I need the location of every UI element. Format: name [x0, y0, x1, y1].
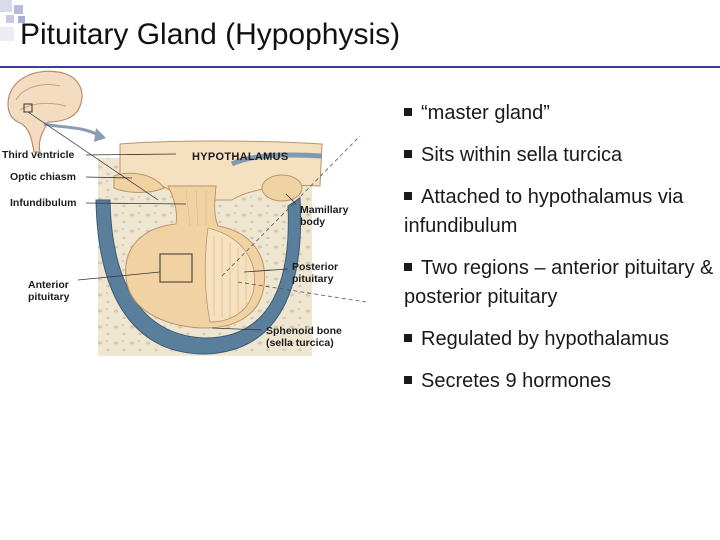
label-mamillary-body: body [300, 216, 325, 228]
label-anterior-pituitary: pituitary [28, 291, 70, 303]
bullet-item: Two regions – anterior pituitary & poste… [404, 254, 714, 312]
title-divider [0, 66, 720, 68]
label-posterior-pituitary: Posterior [292, 261, 338, 273]
square-bullet-icon [404, 263, 412, 272]
bullet-item: Regulated by hypothalamus [404, 325, 714, 354]
square-bullet-icon [404, 192, 412, 201]
corner-decoration [6, 15, 14, 23]
bullet-text: “master gland” [421, 102, 550, 124]
label-mamillary-body: Mamillary [300, 204, 349, 216]
corner-decoration [0, 0, 12, 12]
label-sphenoid-bone: Sphenoid bone [266, 325, 342, 337]
zoom-region-box [159, 253, 193, 283]
label-hypothalamus: HYPOTHALAMUS [192, 151, 289, 163]
bullet-text: Regulated by hypothalamus [421, 328, 669, 350]
sella-membrane [95, 197, 302, 355]
bullet-text: Secretes 9 hormones [421, 370, 612, 392]
bullet-item: “master gland” [404, 99, 714, 128]
bullet-text: Two regions – anterior pituitary & poste… [404, 257, 714, 308]
square-bullet-icon [404, 108, 412, 117]
label-third-ventricle: Third ventricle [2, 149, 75, 161]
bullet-item: Sits within sella turcica [404, 141, 714, 170]
label-optic-chiasm: Optic chiasm [10, 171, 76, 183]
square-bullet-icon [404, 150, 412, 159]
pituitary-diagram: Third ventricle Optic chiasm Infundibulu… [0, 66, 392, 366]
bullet-text: Attached to hypothalamus via infundibulu… [404, 186, 684, 237]
square-bullet-icon [404, 334, 412, 343]
label-infundibulum: Infundibulum [10, 197, 76, 209]
bullet-item: Attached to hypothalamus via infundibulu… [404, 183, 714, 241]
square-bullet-icon [404, 376, 412, 385]
label-posterior-pituitary: pituitary [292, 273, 334, 285]
brain-inset-icon [7, 70, 106, 153]
corner-decoration [18, 16, 25, 23]
bullet-text: Sits within sella turcica [421, 144, 623, 166]
slide-title: Pituitary Gland (Hypophysis) [20, 18, 401, 51]
bullet-list: “master gland” Sits within sella turcica… [404, 99, 714, 409]
label-sphenoid-bone: (sella turcica) [266, 337, 334, 349]
label-anterior-pituitary: Anterior [28, 279, 69, 291]
mamillary-body-shape [261, 174, 303, 202]
bullet-item: Secretes 9 hormones [404, 367, 714, 396]
corner-decoration [0, 27, 14, 41]
corner-decoration [14, 5, 23, 14]
